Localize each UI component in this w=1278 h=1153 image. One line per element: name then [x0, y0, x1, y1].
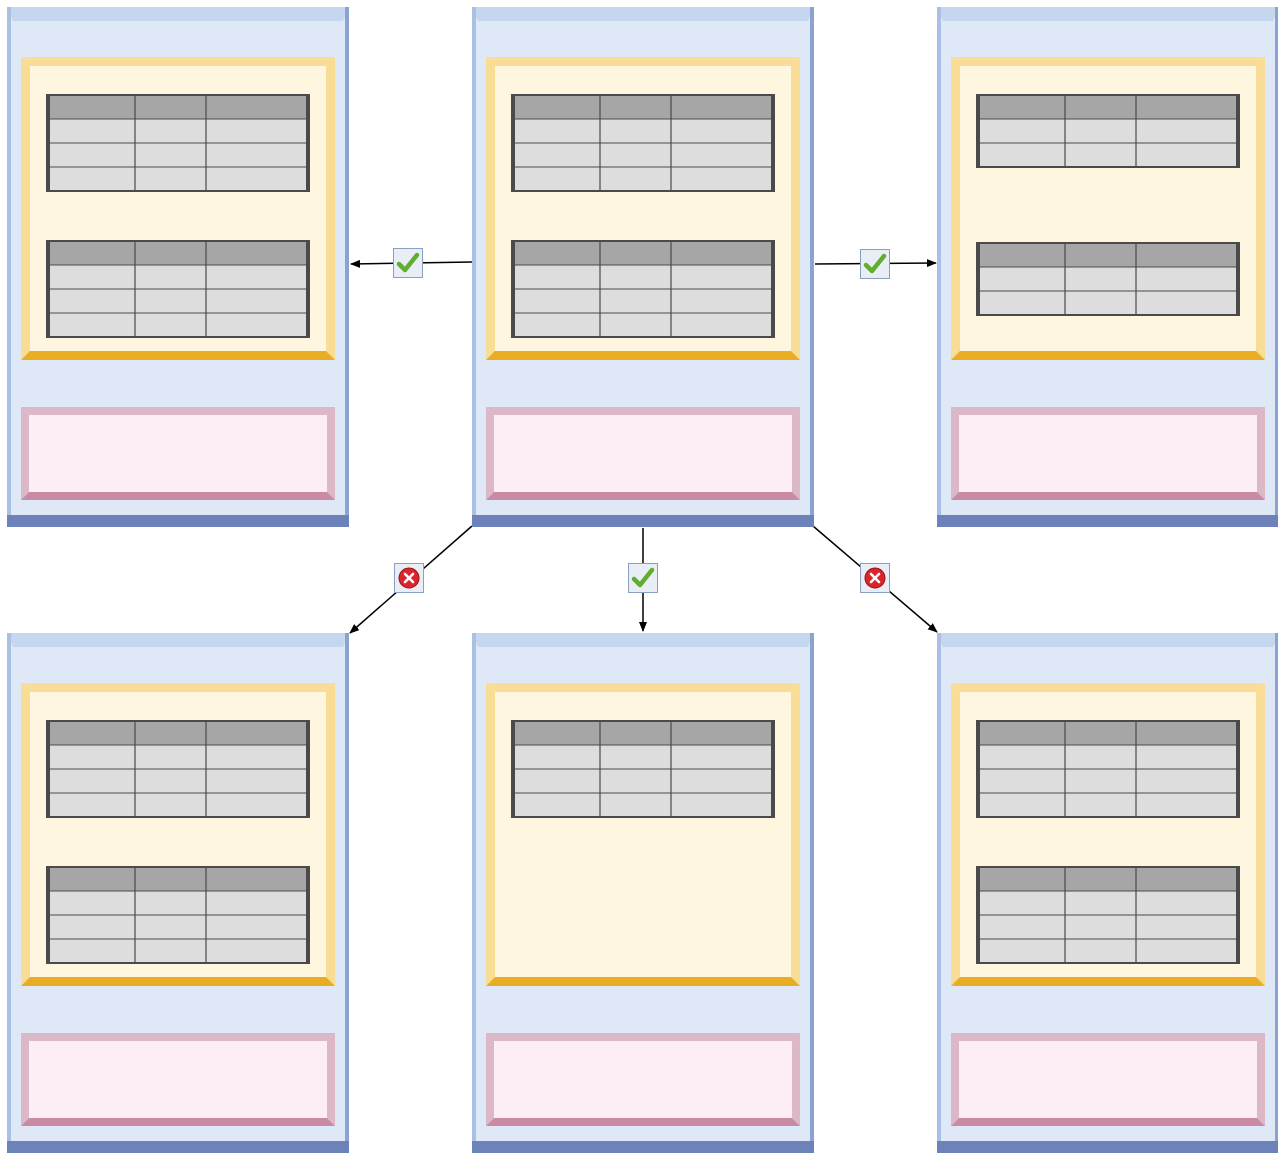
panel-center-top — [472, 7, 814, 527]
error-icon — [860, 563, 890, 593]
check-icon — [860, 249, 890, 279]
panel-right-top — [937, 7, 1278, 527]
check-icon — [393, 248, 423, 278]
panel-left-top — [7, 7, 349, 527]
error-icon — [394, 563, 424, 593]
panel-left-bottom — [7, 633, 349, 1153]
panel-right-bottom — [937, 633, 1278, 1153]
panel-center-bottom — [472, 633, 814, 1153]
check-icon — [628, 563, 658, 593]
